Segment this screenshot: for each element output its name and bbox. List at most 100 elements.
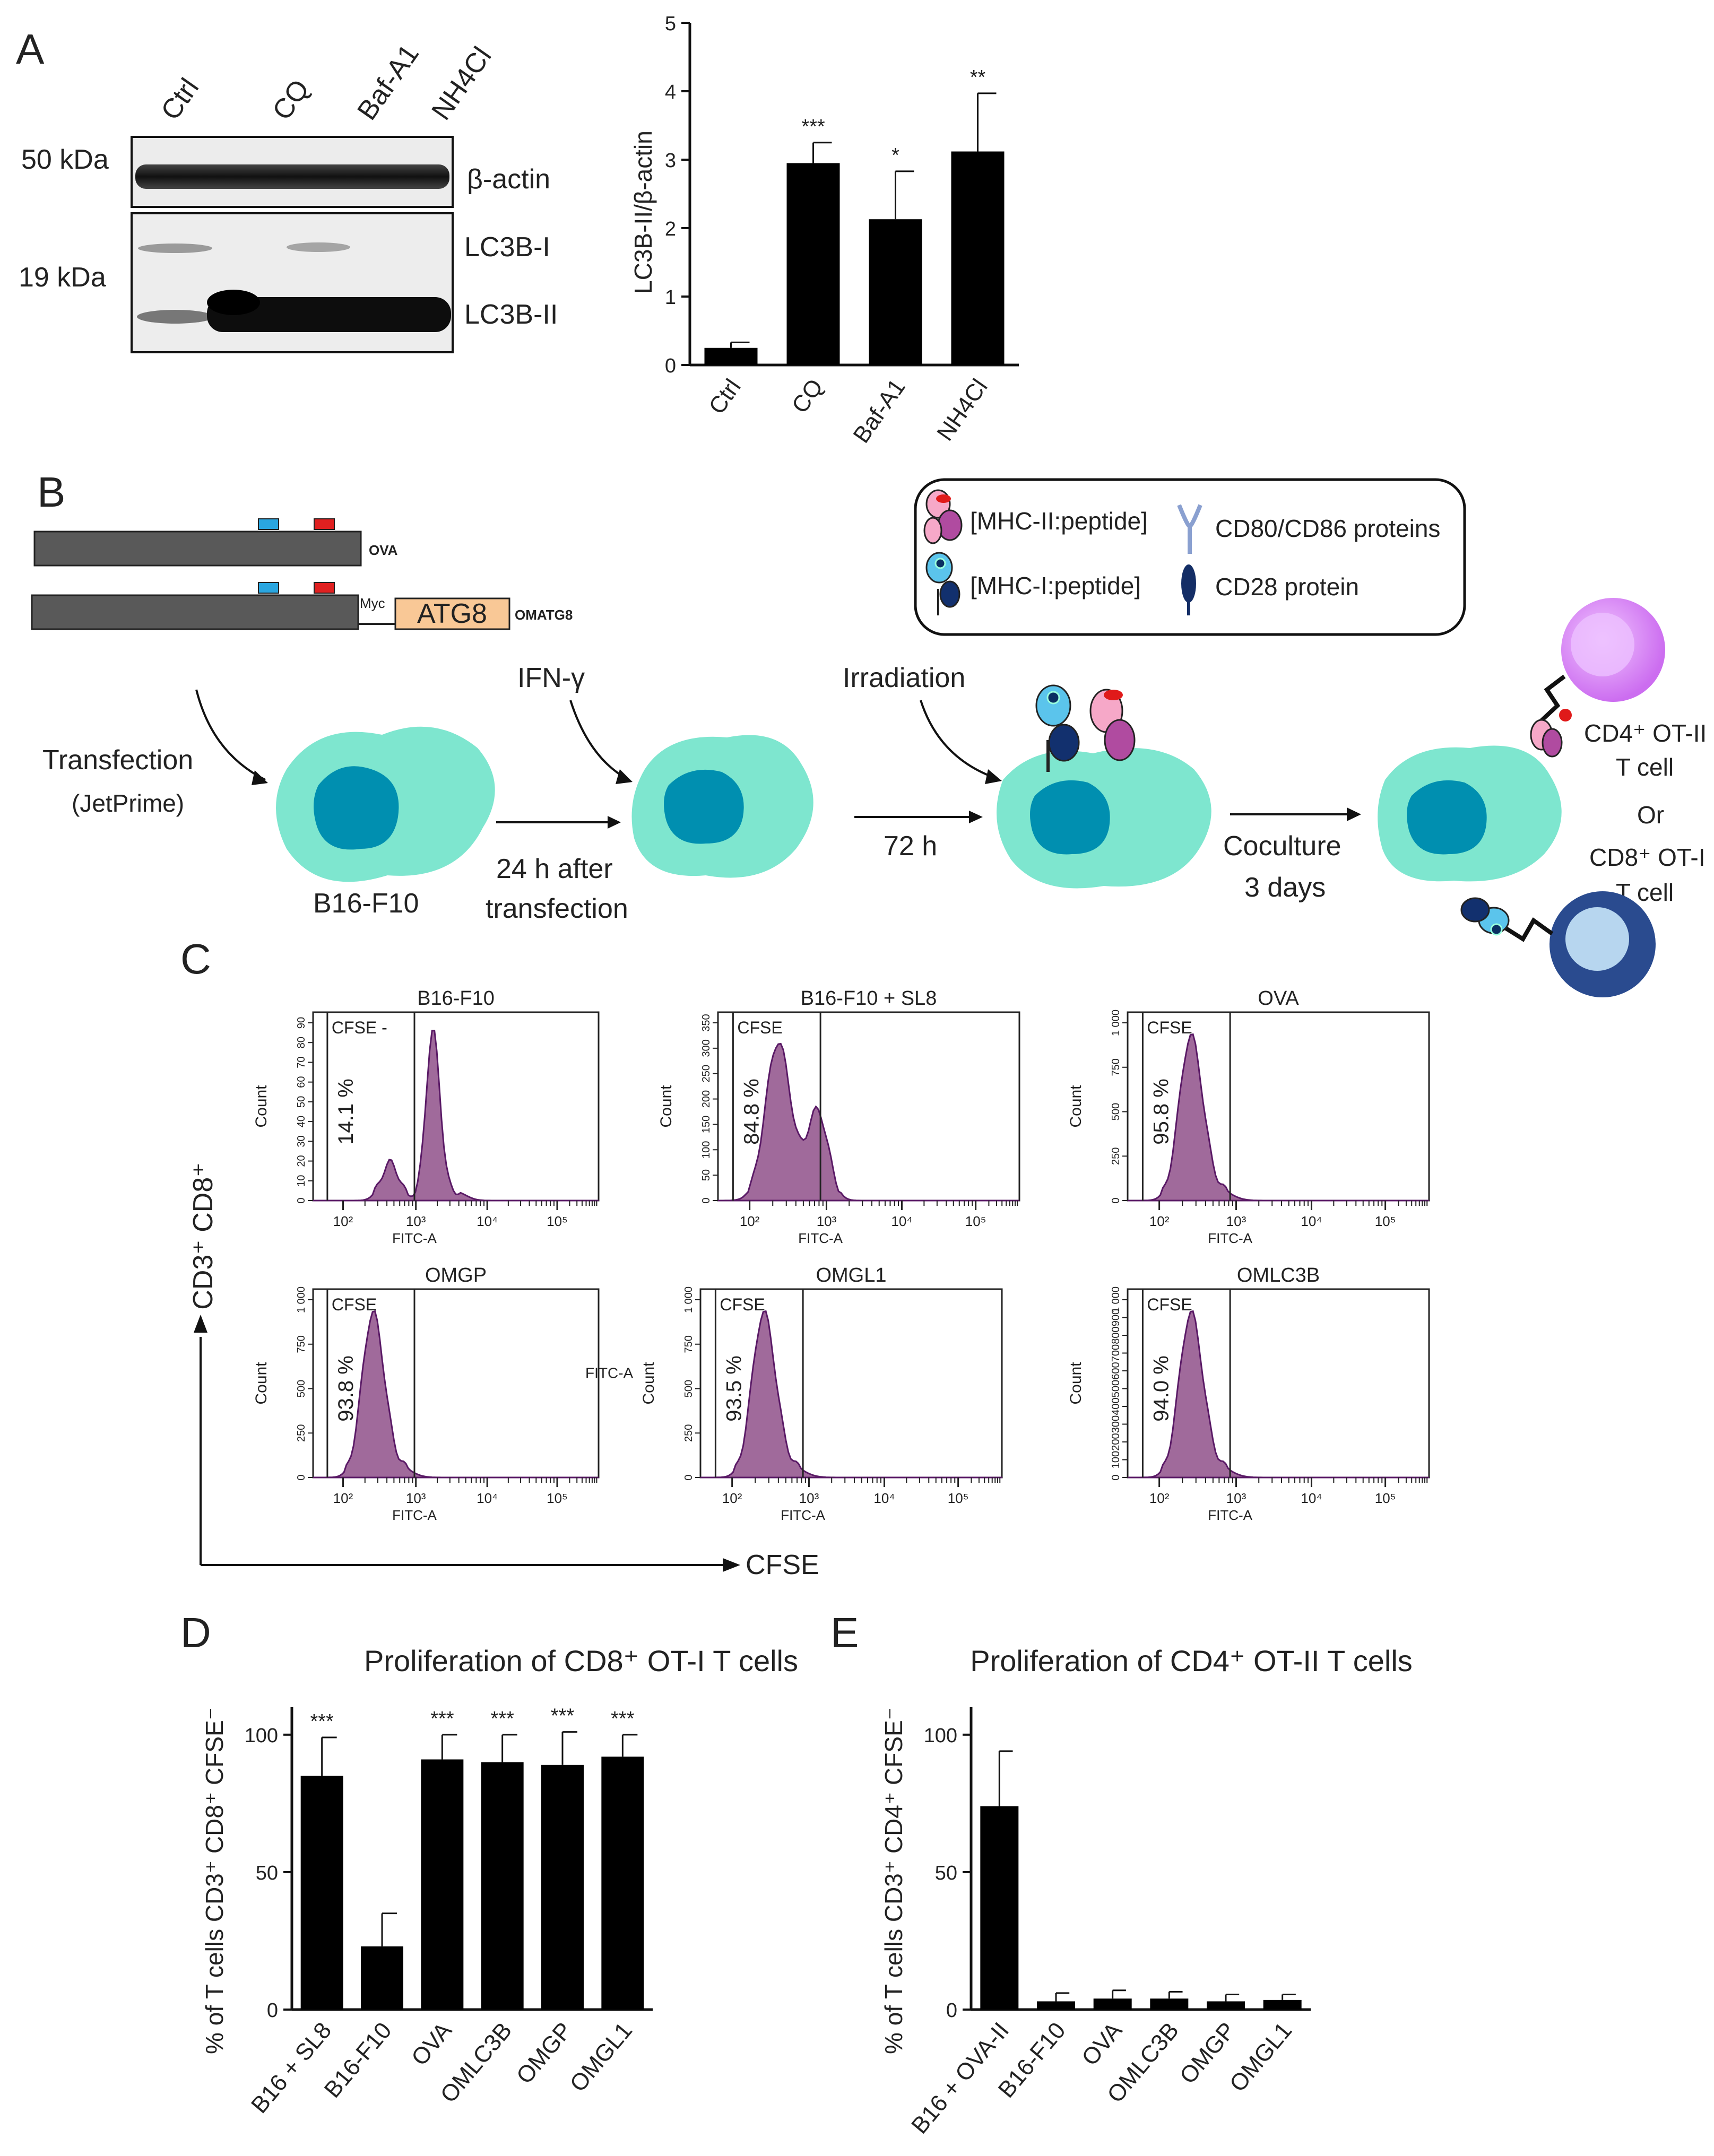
cd8-tcell — [1460, 891, 1656, 997]
flow-ytick-label: 500 — [1110, 1380, 1122, 1397]
chart-d-bar — [481, 1762, 524, 2010]
irradiation-text: Irradiation — [843, 663, 965, 693]
lane-label-bafa1: Baf-A1 — [351, 39, 425, 125]
chart-a-bar — [786, 163, 840, 365]
flow-ytick-label: 70 — [296, 1056, 307, 1068]
flow-xtick-label: 10⁵ — [1375, 1490, 1396, 1506]
flow-fitc-label: FITC-A — [1208, 1507, 1252, 1523]
chart-d-category-label: OMGL1 — [565, 2018, 637, 2097]
flow-ytick-label: 40 — [296, 1116, 307, 1127]
jetprime-text: (JetPrime) — [72, 789, 184, 817]
chart-a-category-label: CQ — [787, 375, 828, 418]
chart-d-bar — [300, 1776, 343, 2010]
chart-d-bar — [361, 1946, 403, 2010]
flow-ytick-label: 700 — [1110, 1344, 1122, 1362]
flow-xtick-label: 10⁵ — [547, 1490, 568, 1506]
cell-3 — [997, 684, 1211, 889]
flow-ytick-label: 100 — [700, 1141, 712, 1159]
flow-ytick-label: 1 000 — [683, 1286, 695, 1313]
chart-e-bar — [980, 1806, 1019, 2010]
chart-e-bar — [1207, 2001, 1245, 2010]
flow-ytick-label: 0 — [683, 1474, 695, 1480]
flow-plot-title: OMLC3B — [1237, 1264, 1320, 1286]
flow-histogram — [313, 1030, 599, 1202]
chart-e-ytick-label: 0 — [946, 1999, 957, 2022]
chart-a-category-label: Ctrl — [704, 375, 746, 419]
construct-ova — [33, 518, 362, 567]
flow-y-axis-label: CD3⁺ CD8⁺ — [188, 1162, 219, 1309]
chart-e-ytick-label: 100 — [924, 1725, 957, 1747]
flow-xtick-label: 10⁴ — [477, 1490, 498, 1506]
cd8-label-text: CD8⁺ OT-I — [1589, 844, 1706, 871]
flow-plot-title: OMGP — [425, 1264, 487, 1286]
flow-xtick-label: 10² — [1149, 1213, 1170, 1229]
chart-a-ytick-label: 5 — [665, 13, 676, 35]
flow-ytick-label: 350 — [700, 1014, 712, 1031]
flow-xtick-label: 10³ — [799, 1490, 819, 1506]
flow-gate-label: CFSE — [1147, 1018, 1192, 1037]
flow-xtick-label: 10⁴ — [891, 1213, 912, 1229]
transfection-text: Transfection — [42, 745, 193, 776]
flow-x-axis-label: CFSE — [746, 1550, 819, 1580]
flow-xtick-label: 10⁴ — [1301, 1490, 1322, 1506]
chart-d-significance: *** — [310, 1710, 334, 1733]
arrow-24h — [496, 816, 621, 829]
flow-ytick-label: 500 — [1110, 1103, 1122, 1120]
arrow-ifn — [569, 700, 633, 784]
flow-percent: 14.1 % — [334, 1079, 358, 1145]
flow-ytick-label: 10 — [296, 1175, 307, 1187]
chart-e-bar — [1263, 1999, 1302, 2010]
flow-ytick-label: 300 — [700, 1039, 712, 1057]
chart-a-ytick-label: 2 — [665, 218, 676, 240]
flow-ytick-label: 250 — [700, 1065, 712, 1082]
chart-a-ytick-label: 1 — [665, 286, 676, 309]
flow-xtick-label: 10⁴ — [873, 1490, 895, 1506]
flow-count-label: Count — [657, 1085, 675, 1128]
flow-histogram — [700, 1310, 1002, 1479]
ifn-text: IFN-γ — [517, 663, 585, 693]
flow-gate-label: CFSE — [720, 1295, 765, 1314]
chart-a-ytick-label: 3 — [665, 150, 676, 172]
cd4-tcell — [1530, 598, 1665, 758]
flow-histogram — [313, 1310, 599, 1479]
flow-count-label: Count — [253, 1085, 270, 1128]
chart-d-ytick-label: 50 — [256, 1862, 278, 1884]
band-label-actin: β-actin — [467, 164, 550, 195]
blot-actin — [131, 136, 454, 208]
flow-xtick-label: 10⁴ — [477, 1213, 498, 1229]
flow-ytick-label: 50 — [296, 1096, 307, 1108]
flow-stray-fitc-label: FITC-A — [585, 1365, 634, 1381]
flow-plot-title: B16-F10 + SL8 — [801, 987, 937, 1010]
chart-a-significance: ** — [970, 66, 986, 89]
panel-label-a: A — [16, 25, 45, 73]
mhc2-legend-icon — [923, 489, 963, 544]
cell-4 — [1378, 745, 1562, 882]
construct-omatg8 — [31, 582, 510, 630]
chart-e-ytick-label: 50 — [935, 1862, 957, 1884]
flow-ytick-label: 1 000 — [296, 1286, 307, 1313]
cell-2 — [631, 735, 813, 878]
flow-ytick-label: 60 — [296, 1076, 307, 1088]
flow-fitc-label: FITC-A — [392, 1230, 437, 1246]
flow-ytick-label: 100 — [1110, 1451, 1122, 1468]
chart-lc3b-ratio: LC3B-II/β-actin 012345Ctrl***CQ*Baf-A1**… — [629, 13, 1019, 448]
chart-e-bar — [1037, 2001, 1075, 2010]
arrow-transfection — [195, 689, 268, 785]
cd4-label-text: CD4⁺ OT-II — [1584, 719, 1707, 747]
flow-ytick-label: 750 — [296, 1335, 307, 1353]
flow-ytick-label: 750 — [683, 1335, 695, 1353]
flow-xtick-label: 10⁵ — [547, 1213, 568, 1229]
chart-a-bar — [951, 151, 1005, 365]
flow-histogram — [718, 1042, 1019, 1202]
flow-histogram — [1128, 1310, 1429, 1479]
chart-a-ylabel: LC3B-II/β-actin — [629, 131, 657, 294]
chart-e-category-label: OVA — [1077, 2017, 1128, 2071]
flow-xtick-label: 10² — [333, 1213, 353, 1229]
flow-ytick-label: 20 — [296, 1155, 307, 1167]
chart-a-significance: * — [891, 144, 899, 167]
flow-gate-label: CFSE — [1147, 1295, 1192, 1314]
flow-plot-title: B16-F10 — [417, 987, 495, 1010]
